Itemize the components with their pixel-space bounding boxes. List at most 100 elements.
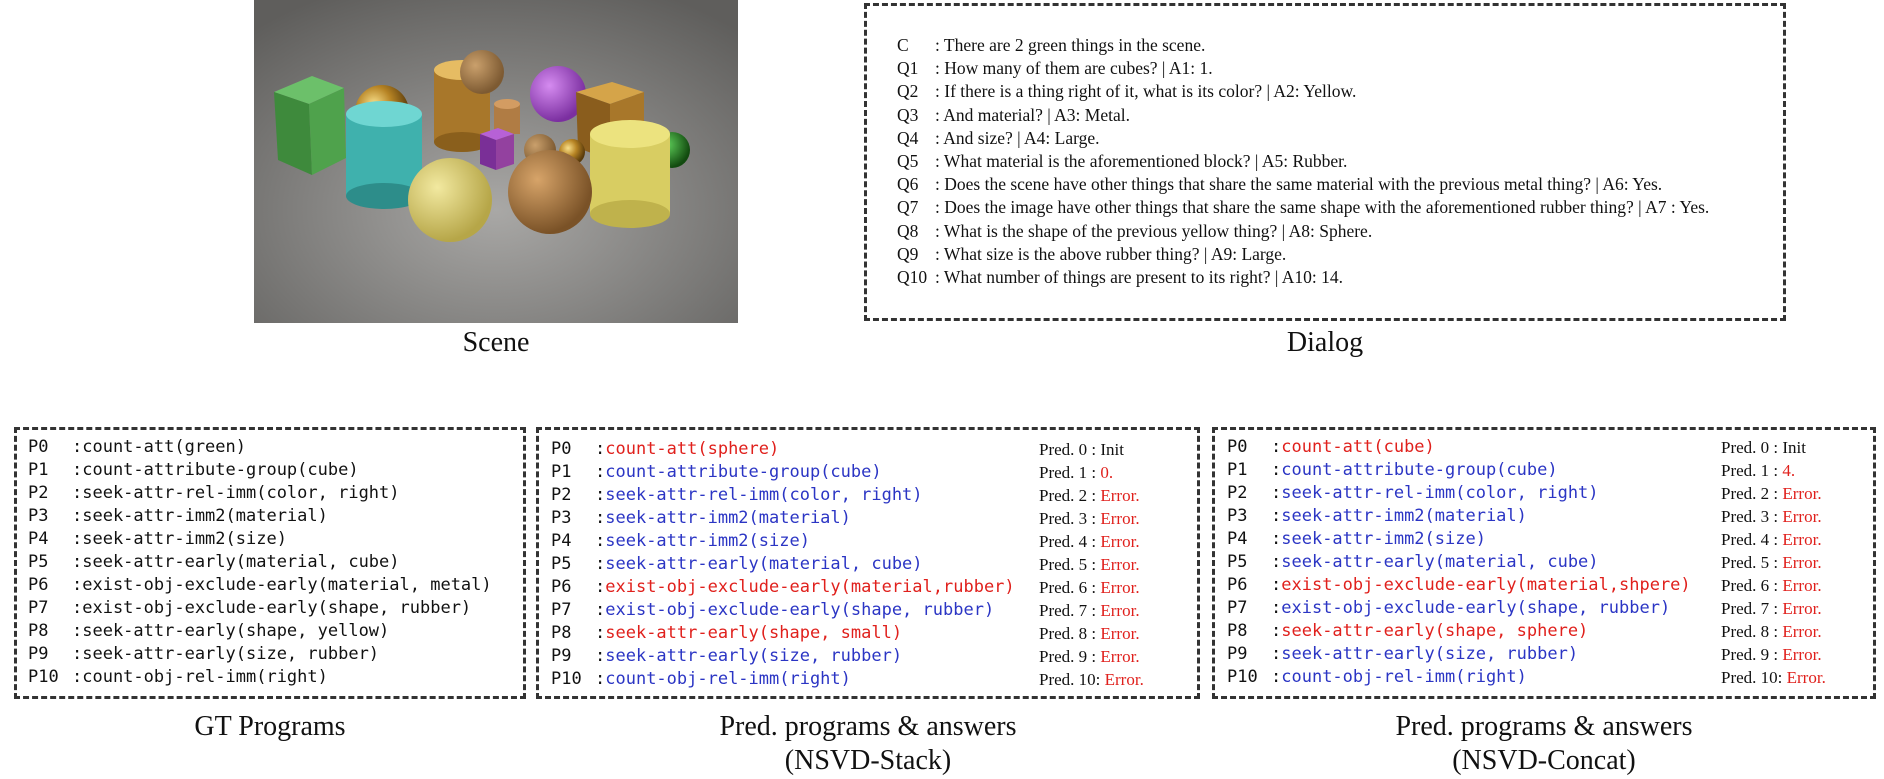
stack-program-line: P5:seek-attr-early(material, cube)Pred. …	[551, 553, 1191, 576]
program-text: count-obj-rel-imm(right)	[605, 669, 851, 689]
program-key: P3	[28, 506, 49, 526]
program-text: count-att(cube)	[1281, 437, 1435, 457]
program-key: P6	[28, 575, 49, 595]
pred-label: Pred. 3 : Error.	[1721, 505, 1822, 528]
program-text: exist-obj-exclude-early(shape, rubber)	[1281, 598, 1671, 618]
pred-label: Pred. 2 : Error.	[1039, 484, 1140, 507]
pred-index: Pred. 0 :	[1039, 440, 1097, 459]
pred-label: Pred. 8 : Error.	[1039, 622, 1140, 645]
program-text: :count-attribute-group(cube)	[72, 460, 359, 480]
dialog-line-key: Q4	[897, 127, 919, 148]
pred-index: Pred. 6 :	[1721, 576, 1779, 595]
dialog-line: Q9: What size is the above rubber thing?…	[897, 243, 1709, 266]
program-key: P7	[28, 598, 49, 618]
scene-image	[254, 0, 738, 323]
program-key: P9	[28, 644, 49, 664]
pred-index: Pred. 6 :	[1039, 578, 1097, 597]
concat-program-line: P1:count-attribute-group(cube)Pred. 1 : …	[1227, 459, 1867, 482]
gt-program-line: P2 :seek-attr-rel-imm(color, right)	[28, 482, 492, 505]
program-sep: :	[1271, 644, 1282, 664]
program-key: P3	[551, 508, 572, 528]
gt-programs-box: P0:count-att(green)P1:count-attribute-gr…	[14, 427, 526, 699]
pred-index: Pred. 7 :	[1039, 601, 1097, 620]
pred-label: Pred. 0 : Init	[1039, 438, 1124, 461]
concat-program-line: P2:seek-attr-rel-imm(color, right)Pred. …	[1227, 482, 1867, 505]
pred-answer: Error.	[1782, 645, 1822, 664]
pred-index: Pred. 9 :	[1039, 647, 1097, 666]
dialog-line-key: Q1	[897, 58, 919, 79]
program-key: P10	[28, 667, 59, 687]
program-key: P2	[28, 483, 49, 503]
pred-index: Pred. 5 :	[1039, 555, 1097, 574]
pred-answer: Init	[1100, 440, 1124, 459]
program-text: :count-obj-rel-imm(right)	[72, 667, 328, 687]
pred-answer: Error.	[1100, 509, 1140, 528]
stack-program-line: P1:count-attribute-group(cube)Pred. 1 : …	[551, 461, 1191, 484]
pred-index: Pred. 0 :	[1721, 438, 1779, 457]
pred-answer: Error.	[1100, 624, 1140, 643]
program-key: P10	[1227, 667, 1258, 687]
program-sep: :	[595, 485, 606, 505]
concat-program-line: P4:seek-attr-imm2(size) Pred. 4 : Error.	[1227, 528, 1867, 551]
program-text: :seek-attr-rel-imm(color, right)	[72, 483, 400, 503]
dialog-line: Q8: What is the shape of the previous ye…	[897, 220, 1709, 243]
dialog-line: C : There are 2 green things in the scene…	[897, 34, 1709, 57]
program-text: exist-obj-exclude-early(shape, rubber)	[605, 600, 995, 620]
concat-program-line: P0:count-att(cube)Pred. 0 : Init	[1227, 436, 1867, 459]
program-text: :exist-obj-exclude-early(material, metal…	[72, 575, 492, 595]
dialog-line-text: : What size is the above rubber thing? |…	[935, 243, 1287, 264]
program-sep: :	[595, 669, 606, 689]
dialog-line: Q6: Does the scene have other things tha…	[897, 173, 1709, 196]
dialog-line-text: : And size? | A4: Large.	[935, 127, 1100, 148]
program-text: seek-attr-imm2(material)	[1281, 506, 1527, 526]
program-sep: :	[595, 439, 606, 459]
pred-answer: Init	[1782, 438, 1806, 457]
program-text: seek-attr-imm2(material)	[605, 508, 851, 528]
dialog-line-key: Q3	[897, 104, 919, 125]
program-text: count-attribute-group(cube)	[605, 462, 882, 482]
gt-program-line: P5:seek-attr-early(material, cube)	[28, 551, 492, 574]
program-sep: :	[1271, 483, 1282, 503]
pred-answer: Error.	[1782, 599, 1822, 618]
dialog-box: C : There are 2 green things in the scene…	[864, 3, 1786, 321]
pred-answer: Error.	[1100, 532, 1140, 551]
program-text: seek-attr-early(material, cube)	[605, 554, 923, 574]
dialog-line-text: : There are 2 green things in the scene.	[935, 35, 1206, 55]
program-key: P2	[551, 485, 572, 505]
pred-index: Pred. 4 :	[1039, 532, 1097, 551]
program-text: :seek-attr-early(shape, yellow)	[72, 621, 390, 641]
pred-label: Pred. 4 : Error.	[1039, 530, 1140, 553]
dialog-line-key: Q5	[897, 150, 919, 171]
gt-program-line: P4:seek-attr-imm2(size)	[28, 528, 492, 551]
pred-label: Pred. 0 : Init	[1721, 436, 1806, 459]
concat-program-line: P9:seek-attr-early(size, rubber)Pred. 9 …	[1227, 643, 1867, 666]
gt-program-line: P1:count-attribute-group(cube)	[28, 459, 492, 482]
program-key: P0	[28, 437, 49, 457]
dialog-line: Q3: And material? | A3: Metal.	[897, 104, 1709, 127]
stack-program-line: P8:seek-attr-early(shape, small)Pred. 8 …	[551, 622, 1191, 645]
dialog-line-text: : If there is a thing right of it, what …	[935, 81, 1357, 102]
program-sep: :	[1271, 529, 1282, 549]
gt-program-line: P0:count-att(green)	[28, 436, 492, 459]
program-key: P4	[1227, 529, 1248, 549]
program-text: :seek-attr-early(size, rubber)	[72, 644, 380, 664]
program-text: seek-attr-imm2(size)	[1281, 529, 1486, 549]
program-sep: :	[595, 646, 606, 666]
stack-program-line: P0:count-att(sphere)Pred. 0 : Init	[551, 438, 1191, 461]
stack-program-line: P4:seek-attr-imm2(size)Pred. 4 : Error.	[551, 530, 1191, 553]
program-text: :seek-attr-imm2(material)	[72, 506, 328, 526]
pred-label: Pred. 4 : Error.	[1721, 528, 1822, 551]
dialog-line: Q10: What number of things are present t…	[897, 266, 1709, 289]
stack-caption: Pred. programs & answers (NSVD-Stack)	[536, 710, 1200, 778]
program-sep: :	[595, 462, 606, 482]
pred-answer: Error.	[1100, 486, 1140, 505]
program-text: seek-attr-rel-imm(color, right)	[1281, 483, 1599, 503]
pred-index: Pred. 4 :	[1721, 530, 1779, 549]
pred-answer: Error.	[1100, 647, 1140, 666]
program-sep: :	[1271, 552, 1282, 572]
concat-program-line: P3:seek-attr-imm2(material)Pred. 3 : Err…	[1227, 505, 1867, 528]
dialog-lines: C : There are 2 green things in the scene…	[897, 34, 1709, 289]
gt-program-line: P9 :seek-attr-early(size, rubber)	[28, 643, 492, 666]
dialog-line-key: C	[897, 35, 909, 55]
